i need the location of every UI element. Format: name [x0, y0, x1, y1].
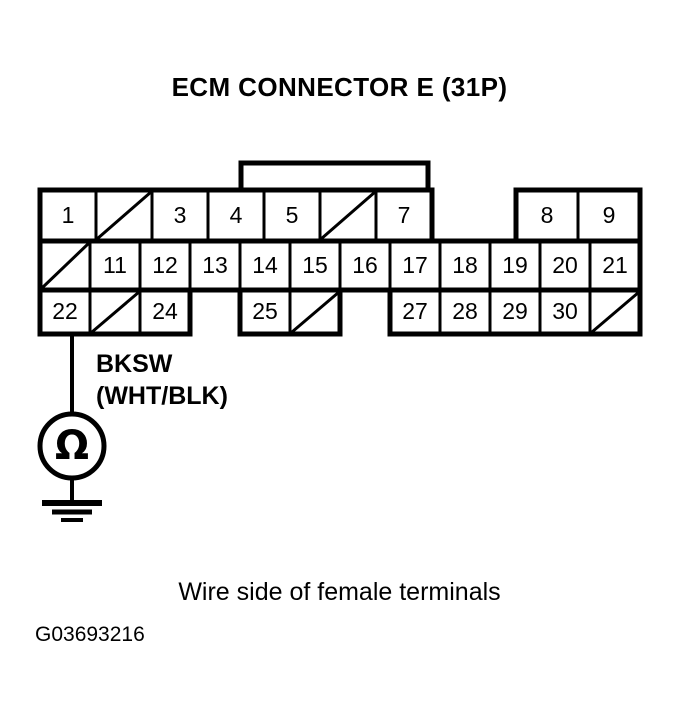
pin-label-9: 9 — [603, 202, 616, 228]
diagram-caption: Wire side of female terminals — [178, 578, 501, 606]
ohm-glyph: Ω — [55, 423, 89, 469]
pin-label-28: 28 — [452, 298, 478, 324]
pin-label-24: 24 — [152, 298, 178, 324]
pin-label-22: 22 — [52, 298, 78, 324]
connector-row-1: 1 3 4 5 7 8 9 — [37, 187, 643, 244]
pin-label-29: 29 — [502, 298, 528, 324]
connector-locking-tab — [238, 160, 431, 190]
pin-label-30: 30 — [552, 298, 578, 324]
ground-symbol — [42, 478, 102, 522]
pin-label-25: 25 — [252, 298, 278, 324]
page-title: ECM CONNECTOR E (31P) — [171, 72, 508, 102]
pin-label-16: 16 — [352, 252, 378, 278]
pin-label-20: 20 — [552, 252, 578, 278]
pin-label-17: 17 — [402, 252, 428, 278]
pin-label-12: 12 — [152, 252, 178, 278]
figure-id: G03693216 — [35, 623, 145, 646]
pin-label-19: 19 — [502, 252, 528, 278]
pin-label-8: 8 — [541, 202, 554, 228]
pin-label-13: 13 — [202, 252, 228, 278]
pin-label-7: 7 — [398, 202, 411, 228]
pin-label-27: 27 — [402, 298, 428, 324]
pin-label-4: 4 — [230, 202, 243, 228]
connector-row-3: 22 24 25 27 28 29 30 — [37, 287, 643, 337]
pin-label-14: 14 — [252, 252, 278, 278]
pin-label-15: 15 — [302, 252, 328, 278]
pin-label-11: 11 — [103, 252, 127, 278]
connector-row-2: 11 12 13 14 15 16 17 18 19 20 21 — [37, 238, 643, 293]
pin-label-3: 3 — [174, 202, 187, 228]
wire-signal-name: BKSW — [96, 350, 173, 378]
wire-color-code: (WHT/BLK) — [96, 382, 228, 410]
pin-label-18: 18 — [452, 252, 478, 278]
pin-label-1: 1 — [62, 202, 75, 228]
ohmmeter-symbol: Ω — [37, 411, 107, 481]
pin-label-21: 21 — [602, 252, 628, 278]
pin-label-5: 5 — [286, 202, 299, 228]
